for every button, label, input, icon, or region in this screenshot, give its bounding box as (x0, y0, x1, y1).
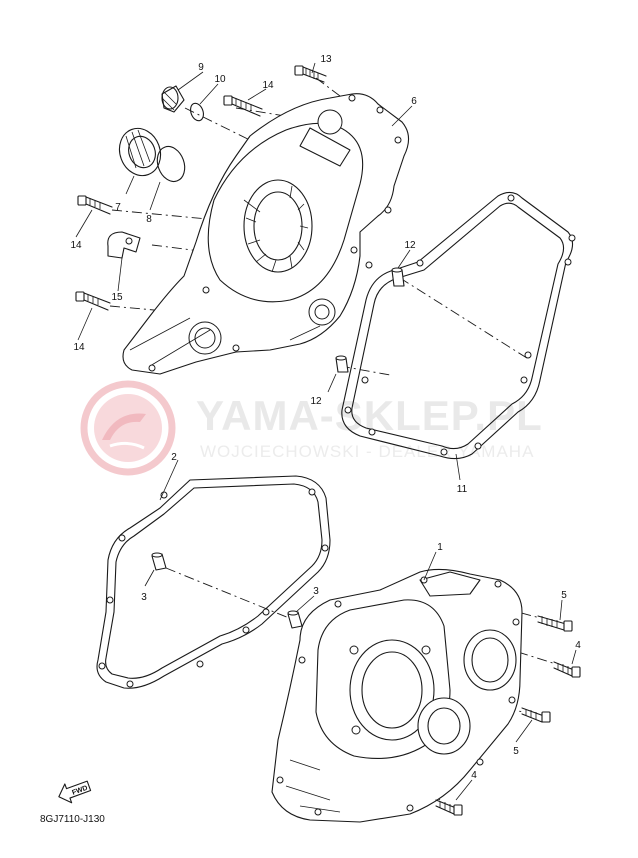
watermark-logo-icon (80, 380, 176, 476)
leader-lines (75, 62, 577, 801)
watermark-subtitle: WOJCIECHOWSKI - DEALER YAMAHA (200, 442, 534, 461)
o-ring-10 (190, 102, 204, 122)
callout-12-upper: 12 (404, 240, 416, 251)
callout-14-bottom: 14 (73, 342, 85, 353)
callout-14-left: 14 (70, 240, 82, 251)
bolt-14-top (223, 95, 263, 117)
callout-8: 8 (146, 214, 152, 225)
callout-6: 6 (411, 96, 417, 107)
clamp-15 (107, 231, 141, 259)
bolt-14-left (77, 195, 113, 215)
diagram-code: 8GJ7110-J130 (40, 814, 105, 825)
callout-3-right: 3 (313, 586, 319, 597)
callout-1: 1 (437, 542, 443, 553)
callout-7: 7 (115, 202, 121, 213)
fwd-arrow-icon: FWD (58, 780, 92, 804)
callout-4-bottom: 4 (471, 770, 477, 781)
bolt-4-bottom (435, 799, 463, 816)
bolt-14-bottom (75, 291, 111, 311)
callout-labels: 13 9 10 14 6 7 8 14 15 14 12 12 11 2 1 3… (70, 54, 581, 781)
callout-2: 2 (171, 452, 177, 463)
callout-5-top: 5 (561, 590, 567, 601)
plug-9 (161, 85, 185, 113)
plug-7 (118, 127, 162, 177)
callout-12-lower: 12 (310, 396, 322, 407)
callout-10: 10 (214, 74, 226, 85)
bolt-5-bottom (521, 707, 551, 723)
crankcase-cover-6 (122, 93, 410, 375)
gasket-11 (341, 191, 576, 460)
callout-9: 9 (198, 62, 204, 73)
dowel-pin-12-upper (391, 267, 405, 287)
o-ring-8 (156, 145, 186, 183)
bolt-4-right (553, 661, 581, 678)
bolt-5-top (537, 615, 573, 632)
gasket-2 (96, 475, 331, 689)
callout-3-left: 3 (141, 592, 147, 603)
dowel-pin-3-left (151, 552, 167, 571)
callout-15: 15 (111, 292, 123, 303)
clutch-cover-1 (271, 568, 523, 823)
callout-5-bottom: 5 (513, 746, 519, 757)
callout-13: 13 (320, 54, 332, 65)
dowel-pin-12-lower (335, 355, 349, 373)
callout-14-top: 14 (262, 80, 274, 91)
dowel-pin-3-right (287, 610, 303, 629)
callout-4-right: 4 (575, 640, 581, 651)
callout-11: 11 (457, 484, 468, 495)
bolt-13 (294, 65, 327, 83)
